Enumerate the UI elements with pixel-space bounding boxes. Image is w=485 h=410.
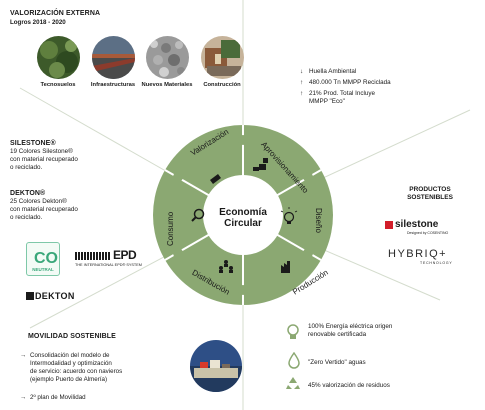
lightbulb-icon bbox=[287, 324, 299, 339]
carbon-neutral-logo: CO NEUTRAL bbox=[26, 242, 60, 276]
movilidad-title: MOVILIDAD SOSTENIBLE bbox=[28, 333, 116, 340]
svg-text:CO: CO bbox=[34, 250, 58, 267]
huella-line: ↑480.000 Tn MMPP Reciclada bbox=[300, 79, 391, 86]
silestone-block-title: SILESTONE® bbox=[10, 140, 56, 147]
productos-title: PRODUCTOS SOSTENIBLES bbox=[407, 186, 453, 201]
energia-item: "Zero Vertido" aguas bbox=[308, 359, 366, 366]
energia-item: 100% Energía eléctrica origen renovable … bbox=[308, 323, 393, 338]
infraestructuras-label: Infraestructuras bbox=[90, 82, 136, 88]
tecnosuelos-label: Tecnosuelos bbox=[40, 82, 76, 88]
factory-icon bbox=[281, 261, 290, 273]
huella-line: MMPP "Eco" bbox=[309, 98, 345, 105]
energia-item: 45% valorización de residuos bbox=[308, 382, 390, 389]
arrow-down-icon: ↓ bbox=[300, 68, 304, 75]
huella-line: ↓Huella Ambiental bbox=[300, 68, 357, 75]
segment-label-diseno: Diseño bbox=[314, 208, 323, 233]
arrow-up-icon: ↑ bbox=[300, 90, 304, 97]
tecnosuelos-photo bbox=[37, 36, 80, 79]
hybriq-logo: HYBRIQ+ TECHNOLOGY bbox=[388, 248, 453, 265]
arrow-up-icon: ↑ bbox=[300, 79, 304, 86]
arrow-right-icon: → bbox=[20, 394, 27, 401]
ship-photo bbox=[190, 340, 242, 392]
people-network-icon bbox=[219, 260, 233, 273]
movilidad-item: → Consolidación del modelo de Intermodal… bbox=[20, 352, 123, 383]
huella-line: ↑21% Prod. Total Incluye bbox=[300, 90, 376, 97]
movilidad-item: → 2º plan de Movilidad bbox=[20, 394, 86, 401]
valorizacion-title: VALORIZACIÓN EXTERNA bbox=[10, 10, 101, 17]
construccion-label: Construcción bbox=[203, 82, 241, 88]
infraestructuras-photo bbox=[92, 36, 135, 79]
arrow-right-icon: → bbox=[20, 352, 27, 359]
dekton-block: DEKTON® 25 Colores Dekton® con material … bbox=[10, 190, 120, 222]
valorizacion-years: Logros 2018 - 2020 bbox=[10, 19, 66, 26]
silestone-logo: silestone Designed by COSENTINO bbox=[385, 218, 475, 238]
hand-box-icon bbox=[253, 158, 268, 171]
dekton-block-title: DEKTON® bbox=[10, 190, 46, 197]
silestone-block: SILESTONE® 19 Colores Silestone® con mat… bbox=[10, 140, 120, 172]
epd-logo: EPD THE INTERNATIONAL EPD® SYSTEM bbox=[75, 248, 142, 267]
lightbulb-segment-icon bbox=[280, 207, 298, 224]
nuevos-materiales-photo bbox=[146, 36, 189, 79]
magnifier-icon bbox=[191, 208, 205, 222]
segment-label-consumo: Consumo bbox=[166, 211, 175, 246]
water-drop-icon bbox=[288, 352, 300, 369]
center-circle bbox=[203, 175, 283, 255]
center-title: Economía Circular bbox=[219, 207, 267, 229]
recycle-icon bbox=[286, 377, 300, 389]
puzzle-icon bbox=[210, 174, 221, 184]
nuevos-materiales-label: Nuevos Materiales bbox=[141, 82, 193, 88]
construccion-photo bbox=[201, 36, 244, 79]
